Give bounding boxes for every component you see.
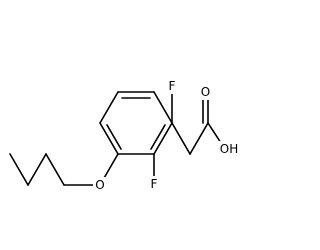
ring-double-bond (150, 124, 166, 150)
chemical-structure-diagram: F F O O OH (9, 78, 242, 193)
atom-hydroxyl: OH (216, 141, 242, 157)
acetic-acid-chain (171, 99, 224, 155)
fluorine-top-label: F (169, 79, 176, 93)
atom-carbonyl-oxygen: O (198, 84, 213, 100)
ring-bond (99, 91, 119, 124)
fluorine-bottom-label: F (151, 177, 158, 191)
methylene-to-carboxyl-bond (189, 122, 209, 155)
butyl-bond (27, 153, 47, 186)
ring-bond (99, 122, 119, 155)
ring-double-bond (106, 124, 122, 150)
ring-bond (153, 91, 173, 124)
benzene-ring (99, 91, 173, 155)
hydroxyl-label: OH (220, 142, 238, 156)
atom-fluorine-bottom: F (147, 176, 161, 192)
ether-oxygen-label: O (95, 178, 104, 192)
ring-bond (153, 122, 173, 155)
atom-ether-oxygen: O (93, 177, 107, 193)
atom-fluorine-top: F (165, 78, 179, 94)
butyl-bond (9, 153, 29, 186)
butyl-bond (45, 153, 65, 186)
carbonyl-oxygen-label: O (201, 85, 210, 99)
ring-to-methylene-bond (171, 122, 191, 155)
